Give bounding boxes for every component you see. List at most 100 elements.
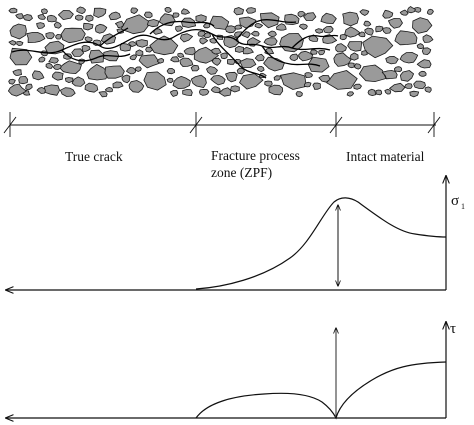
aggregate-particle	[85, 14, 94, 22]
aggregate-particle	[268, 84, 284, 96]
aggregate-particle	[179, 57, 194, 67]
aggregate-particle	[198, 89, 210, 96]
fracture-process-zone-label-line2: zone (ZPF)	[211, 165, 272, 180]
aggregate-particle	[314, 28, 324, 34]
shear-stress-plot: τ	[6, 321, 456, 418]
aggregate-particle	[84, 82, 99, 93]
aggregate-particle	[349, 52, 359, 61]
aggregate-particle	[203, 32, 211, 39]
aggregate-particle	[273, 75, 281, 81]
aggregate-particle	[393, 66, 403, 73]
aggregate-particle	[45, 32, 55, 40]
aggregate-particle	[51, 71, 64, 81]
aggregate-particle	[346, 91, 355, 97]
aggregate-particle	[312, 82, 321, 90]
aggregate-particle	[59, 60, 82, 74]
aggregate-particle	[129, 54, 138, 61]
aggregate-particle	[104, 65, 125, 79]
aggregate-particle	[146, 19, 160, 28]
aggregate-particle	[190, 64, 200, 72]
aggregate-particle	[399, 70, 415, 82]
aggregate-particle	[416, 43, 424, 50]
aggregate-particle	[389, 82, 406, 93]
aggregate-particle	[234, 24, 243, 30]
aggregate-particle	[177, 52, 185, 58]
aggregate-particle	[71, 76, 86, 87]
aggregate-particle	[202, 23, 211, 29]
normal-stress-plot: σ 1	[6, 176, 465, 290]
aggregate-particle	[26, 32, 46, 43]
aggregate-particle	[104, 87, 113, 93]
sigma-axis-subscript: 1	[461, 202, 465, 211]
aggregate-particle	[182, 89, 193, 96]
aggregate-particle	[37, 13, 46, 20]
true-crack-label: True crack	[65, 149, 123, 164]
aggregate-particle	[426, 8, 434, 15]
aggregate-particle	[7, 83, 27, 97]
aggregate-particle	[318, 50, 326, 56]
aggregate-particle	[75, 14, 84, 21]
aggregate-particle	[404, 83, 413, 89]
aggregate-particle	[367, 88, 377, 96]
aggregate-particle	[239, 16, 257, 29]
aggregate-particle	[276, 23, 287, 31]
aggregate-particle	[399, 52, 419, 64]
aggregate-particle	[242, 46, 254, 55]
aggregate-particle	[206, 66, 218, 75]
aggregate-particle	[119, 43, 132, 52]
aggregate-particle	[413, 80, 426, 89]
aggregate-particle	[335, 43, 347, 53]
aggregate-particle	[361, 50, 368, 56]
aggregate-particle	[233, 7, 245, 16]
shear-stress-curve	[195, 361, 447, 420]
aggregate-particle	[45, 62, 54, 69]
aggregate-particle	[112, 81, 124, 89]
fracture-process-zone-label-line1: Fracture process	[211, 148, 300, 163]
aggregate-particle	[304, 72, 313, 78]
aggregate-particle	[241, 31, 251, 39]
sigma-axis-label: σ	[451, 193, 459, 209]
aggregate-particle	[145, 46, 154, 53]
aggregate-particle	[418, 70, 427, 77]
aggregate-particle	[359, 9, 370, 16]
aggregate-particle	[8, 7, 18, 14]
aggregate-particle	[93, 7, 107, 18]
aggregate-particle	[289, 53, 299, 62]
aggregate-particle	[172, 12, 180, 18]
aggregate-particle	[234, 45, 245, 53]
aggregate-particle	[128, 41, 138, 47]
aggregate-particle	[183, 47, 196, 56]
aggregate-particle	[135, 39, 148, 48]
aggregate-particle	[149, 35, 179, 56]
aggregate-particle	[303, 81, 312, 88]
aggregate-particle	[326, 70, 358, 90]
aggregate-particle	[135, 66, 142, 72]
aggregate-particle	[46, 14, 57, 23]
aggregate-particle	[295, 91, 303, 98]
aggregate-particle	[41, 8, 48, 15]
aggregate-particle	[58, 10, 74, 21]
aggregate-particle	[84, 36, 93, 42]
aggregate-particle	[83, 22, 94, 31]
aggregate-particle	[81, 45, 91, 52]
aggregate-particle	[284, 13, 300, 26]
aggregate-particle	[263, 37, 278, 46]
aggregate-particle	[256, 66, 265, 73]
aggregate-particle	[307, 56, 330, 73]
aggregate-particle	[55, 34, 62, 40]
aggregate-particle	[264, 80, 273, 87]
aggregate-particle	[421, 47, 432, 55]
aggregate-particle	[43, 84, 60, 96]
aggregate-particle	[239, 58, 257, 68]
aggregate-particle	[384, 88, 392, 95]
aggregate-particle	[358, 64, 387, 82]
aggregate-particle	[143, 11, 153, 19]
aggregate-particle	[199, 37, 209, 45]
aggregate-particle	[347, 62, 355, 69]
aggregate-particle	[218, 87, 232, 97]
aggregate-particle	[138, 54, 160, 69]
aggregate-particle	[211, 47, 222, 55]
aggregate-particle	[280, 72, 307, 90]
aggregate-particle	[226, 59, 236, 65]
aggregate-particle	[15, 13, 24, 20]
